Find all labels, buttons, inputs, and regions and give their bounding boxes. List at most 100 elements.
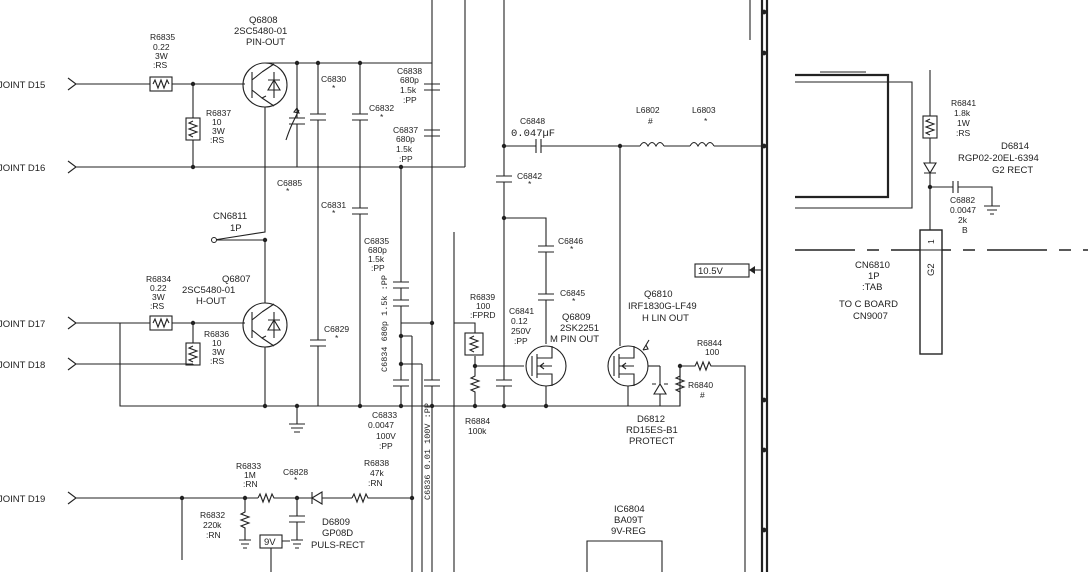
c6882-type: B: [962, 225, 968, 235]
r6832-value: 220k: [203, 520, 222, 530]
c6829-value: *: [335, 333, 339, 343]
resistor-r6841: R6841 1.8k 1W :RS: [922, 98, 976, 139]
q6809-part: 2SK2251: [560, 323, 599, 334]
joint-d16: JOINT D16: [0, 160, 465, 174]
r6836-power: 3W: [212, 347, 225, 357]
d6814-function: G2 RECT: [992, 165, 1033, 176]
resistor-r6835: R6835 0.22 3W :RS: [149, 32, 175, 92]
q6810-part: IRF1830G-LF49: [628, 301, 697, 312]
capacitor-c6841: C6841 0.12 250V :PP: [509, 306, 534, 346]
c6830-value: *: [332, 83, 336, 93]
r6838-type: :RN: [368, 478, 383, 488]
d6812-part: RD15ES-B1: [626, 425, 678, 436]
capacitor-c6885: C6885 *: [277, 63, 305, 196]
capacitor-c6828: C6828 *: [283, 467, 308, 549]
r6834-value: 0.22: [150, 283, 167, 293]
c6885-ref: C6885: [277, 178, 302, 188]
c6845-value: *: [572, 296, 576, 306]
r6836-type: :RS: [210, 356, 225, 366]
capacitor-c6845: C6845 *: [560, 288, 585, 306]
d6809-ref: D6809: [322, 517, 350, 528]
capacitor-c6837: C6837 680p 1.5k :PP: [393, 125, 440, 164]
c6885-value: *: [286, 186, 290, 196]
resistor-r6840: R6840 #: [674, 366, 713, 406]
connector-cn6811: CN6811 1P: [211, 211, 265, 243]
joint-d15: JOINT D15: [0, 77, 150, 91]
resistor-r6884: R6884 100k: [465, 366, 490, 436]
transistor-q6810: Q6810 IRF1830G-LF49 H LIN OUT: [607, 289, 697, 387]
c6838-voltage: 1.5k: [400, 85, 417, 95]
r6841-value: 1.8k: [954, 108, 971, 118]
v9-label: 9V: [264, 537, 276, 548]
joint-d19-label: JOINT D19: [0, 494, 45, 505]
connector-cn6810: 1 G2 CN6810 1P :TAB TO C BOARD CN9007: [839, 229, 943, 355]
cn6811-pins: 1P: [230, 223, 242, 234]
q6809-function: M PIN OUT: [550, 334, 599, 345]
resistor-r6836: R6836 10 3W :RS: [185, 329, 229, 366]
q6810-ref: Q6810: [644, 289, 673, 300]
transistor-q6809: Q6809 2SK2251 M PIN OUT: [525, 312, 599, 387]
c6841-type: :PP: [514, 336, 528, 346]
r6832-ref: R6832: [200, 510, 225, 520]
resistor-r6838: R6838 47k :RN: [351, 458, 412, 504]
diode-d6814: D6814 RGP02-20EL-6394 G2 RECT: [923, 138, 1039, 230]
capacitor-c6835: C6835 680p 1.5k :PP: [364, 167, 409, 300]
r6838-ref: R6838: [364, 458, 389, 468]
q6807-part: 2SC5480-01: [182, 285, 235, 296]
r6837-type: :RS: [210, 135, 225, 145]
ic6804-part: BA09T: [614, 515, 643, 526]
c6834-label: C6834 680p 1.5k :PP: [380, 275, 390, 372]
c6882-value: 0.0047: [950, 205, 976, 215]
l6803-value: *: [704, 116, 708, 126]
c6837-type: :PP: [399, 154, 413, 164]
capacitor-c6834: C6834 680p 1.5k :PP: [380, 275, 409, 406]
capacitor-c6882: C6882 0.0047 2k B: [930, 181, 1000, 235]
d6809-function: PULS-RECT: [311, 540, 365, 551]
voltage-10-5v: 10.5V: [694, 263, 755, 278]
r6844-ref: R6844: [697, 338, 722, 348]
cn6810-pins: 1P: [868, 271, 880, 282]
c6848-value: 0.047µF: [511, 128, 555, 140]
resistor-r6833: R6833 1M :RN: [236, 461, 297, 504]
d6812-function: PROTECT: [629, 436, 675, 447]
c6838-value: 680p: [400, 75, 419, 85]
c6833-type: :PP: [379, 441, 393, 451]
q6808-part: 2SC5480-01: [234, 26, 287, 37]
d6814-part: RGP02-20EL-6394: [958, 153, 1039, 164]
r6841-type: :RS: [956, 128, 971, 138]
c6838-ref: C6838: [397, 66, 422, 76]
l6802-ref: L6802: [636, 105, 660, 115]
q6809-ref: Q6809: [562, 312, 591, 323]
capacitor-c6836: C6836 0.01 100V :PP: [423, 403, 433, 500]
c6837-value: 680p: [396, 134, 415, 144]
cn6810-pin-g2: G2: [926, 263, 937, 276]
cn6810-type: :TAB: [862, 282, 882, 293]
q6810-function: H LIN OUT: [642, 313, 689, 324]
to-c-board-label: TO C BOARD: [839, 299, 898, 310]
r6837-ref: R6837: [206, 108, 231, 118]
cn6810-ref: CN6810: [855, 260, 890, 271]
c6833-ref: C6833: [372, 410, 397, 420]
ic6804-ref: IC6804: [614, 504, 645, 515]
c6837-ref: C6837: [393, 125, 418, 135]
capacitor-c6842: C6842 *: [517, 171, 542, 189]
r6834-ref: R6834: [146, 274, 171, 284]
resistor-r6832: R6832 220k :RN: [200, 498, 251, 549]
c6828-value: *: [294, 475, 298, 485]
c6846-value: *: [570, 244, 574, 254]
q6807-ref: Q6807: [222, 274, 251, 285]
c6841-ref: C6841: [509, 306, 534, 316]
resistor-r6844: R6844 100: [680, 338, 722, 372]
r6884-ref: R6884: [465, 416, 490, 426]
c6832-ref: C6832: [369, 103, 394, 113]
c6836-label: C6836 0.01 100V :PP: [423, 403, 433, 500]
capacitor-c6829: C6829 *: [310, 232, 349, 406]
c6830-ref: C6830: [321, 74, 346, 84]
c6828-ref: C6828: [283, 467, 308, 477]
c6833-voltage: 100V: [376, 431, 396, 441]
c6831-value: *: [332, 208, 336, 218]
c6882-ref: C6882: [950, 195, 975, 205]
c6835-voltage: 1.5k: [368, 254, 385, 264]
r6834-power: 3W: [152, 292, 165, 302]
r6839-value: 100: [476, 301, 490, 311]
